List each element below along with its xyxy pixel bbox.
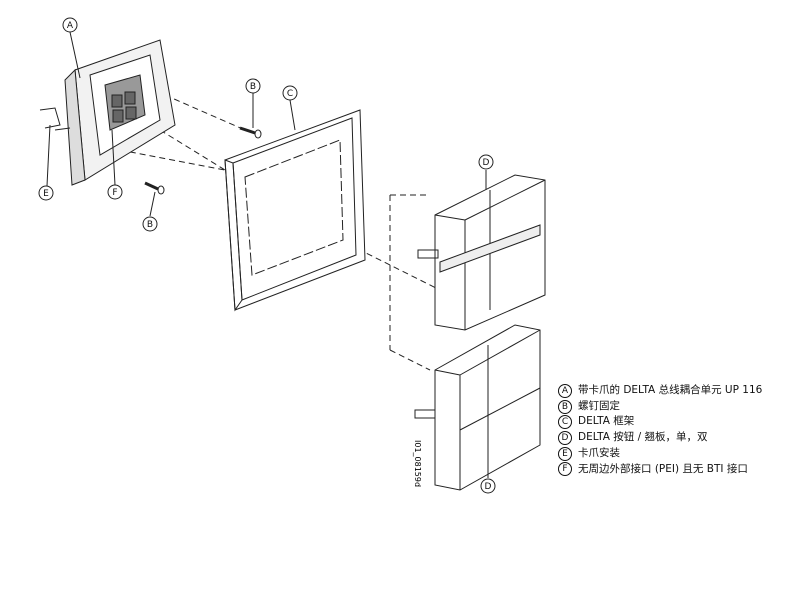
assembly-lines xyxy=(119,94,441,371)
callout-d-lower-label: D xyxy=(485,482,492,492)
delta-frame xyxy=(224,109,366,312)
callout-c-label: C xyxy=(287,89,293,99)
legend-key: C xyxy=(558,415,572,430)
legend-key: E xyxy=(558,446,572,461)
legend-text: 带卡爪的 DELTA 总线耦合单元 UP 116 xyxy=(578,384,763,396)
callout-a-label: A xyxy=(67,21,74,31)
callout-d-upper-label: D xyxy=(483,158,490,168)
legend-text: DELTA 框架 xyxy=(578,415,635,428)
legend-text: DELTA 按钮 / 翘板，单，双 xyxy=(578,431,708,444)
callout-b-upper-label: B xyxy=(250,82,256,92)
bus-coupling-unit xyxy=(39,39,176,186)
callout-f-label: F xyxy=(112,188,117,198)
callout-d-upper xyxy=(478,154,494,170)
drawing-code: I01_08159d xyxy=(413,440,422,488)
legend-text: 螺钉固定 xyxy=(578,399,620,412)
callout-e xyxy=(38,185,54,201)
legend-item-c: C DELTA 框架 xyxy=(558,414,762,430)
screw-upper xyxy=(239,126,262,139)
legend-item-f: F 无周边外部接口 (PEI) 且无 BTI 接口 xyxy=(558,462,762,478)
legend-key: D xyxy=(558,430,572,445)
screw-lower xyxy=(144,181,165,195)
legend-item-b: B 螺钉固定 xyxy=(558,399,762,415)
callout-b-lower-label: B xyxy=(147,220,153,230)
legend-key: A xyxy=(558,383,572,398)
rocker-single xyxy=(417,174,546,331)
legend-key: F xyxy=(558,462,572,477)
callout-b-upper xyxy=(245,78,261,94)
callout-leaders xyxy=(46,31,489,478)
legend: A 带卡爪的 DELTA 总线耦合单元 UP 116 B 螺钉固定 C DELTA 框… xyxy=(558,383,762,477)
callout-f xyxy=(107,184,123,200)
legend-item-e: E 卡爪安装 xyxy=(558,446,762,462)
legend-text: 卡爪安装 xyxy=(578,446,620,459)
callout-c xyxy=(282,85,298,101)
callout-d-lower xyxy=(480,478,496,494)
legend-item-a: A 带卡爪的 DELTA 总线耦合单元 UP 116 xyxy=(558,383,762,399)
legend-text: 无周边外部接口 (PEI) 且无 BTI 接口 xyxy=(578,462,748,475)
callout-e-label: E xyxy=(43,189,49,199)
legend-item-d: D DELTA 按钮 / 翘板，单，双 xyxy=(558,430,762,446)
rocker-double xyxy=(414,324,541,491)
legend-key: B xyxy=(558,399,572,414)
callout-b-lower xyxy=(142,216,158,232)
callout-a xyxy=(62,17,78,33)
